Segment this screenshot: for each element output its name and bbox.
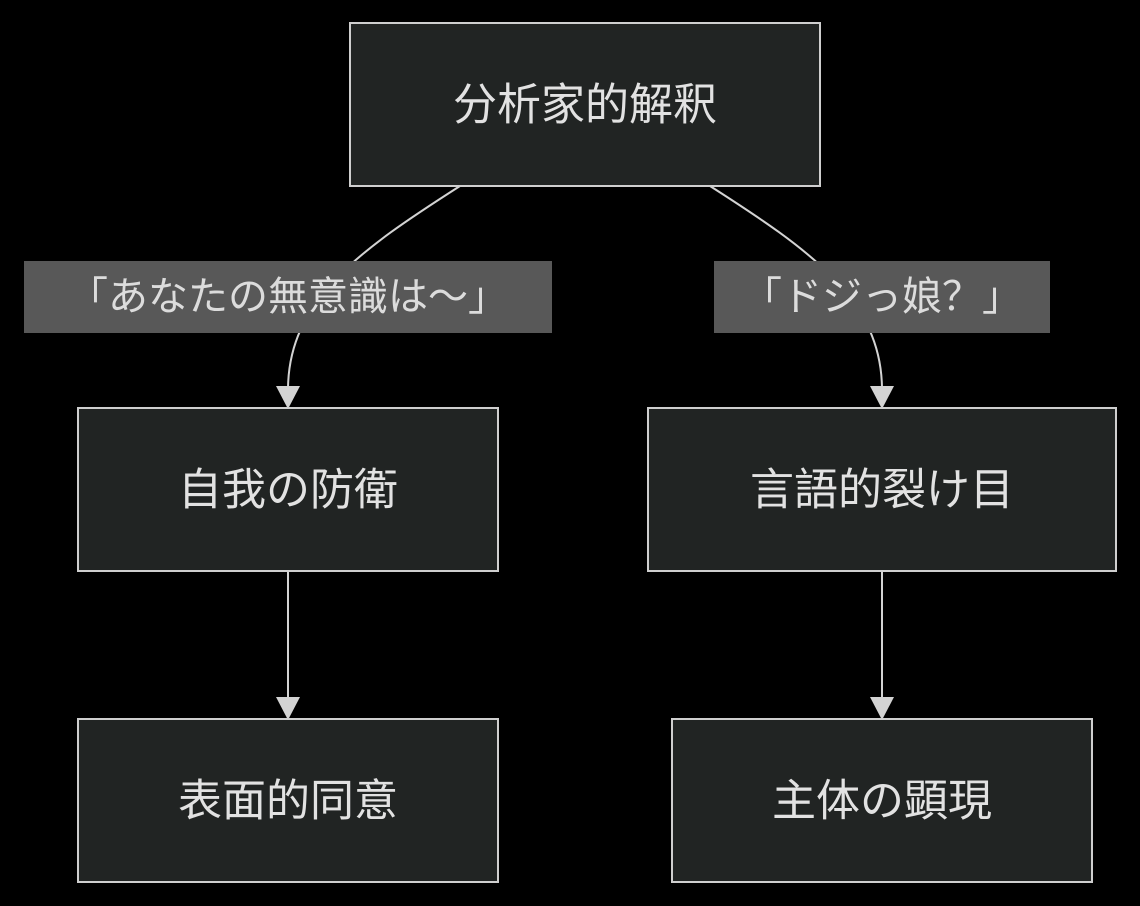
edge-label-background <box>24 261 552 333</box>
node-linguistic-rift: 言語的裂け目 <box>647 407 1117 572</box>
node-label: 言語的裂け目 <box>750 465 1014 516</box>
node-surface-agreement: 表面的同意 <box>77 718 499 883</box>
edge-label-clumsy-girl: 「ドジっ娘？」 <box>714 261 1050 333</box>
node-label: 主体の顕現 <box>772 776 992 827</box>
edge-label-unconscious: 「あなたの無意識は～」 <box>24 261 552 333</box>
edge-ego-defense-to-surface-agreement <box>276 571 300 720</box>
arrowhead-icon <box>870 697 894 720</box>
edge-label-text: 「あなたの無意識は～」 <box>68 274 508 320</box>
node-ego-defense: 自我の防衛 <box>77 407 499 572</box>
node-subject-emergence: 主体の顕現 <box>671 718 1093 883</box>
node-analyst-interpretation: 分析家的解釈 <box>349 22 821 187</box>
edge-label-background <box>714 261 1050 333</box>
arrowhead-icon <box>870 386 894 409</box>
node-box <box>671 718 1093 883</box>
node-box <box>77 718 499 883</box>
node-box <box>77 407 499 572</box>
node-box <box>349 22 821 187</box>
arrowhead-icon <box>276 386 300 409</box>
node-box <box>647 407 1117 572</box>
node-label: 分析家的解釈 <box>453 80 717 131</box>
edge-label-text: 「ドジっ娘？」 <box>742 274 1022 320</box>
arrowhead-icon <box>276 697 300 720</box>
edge-linguistic-rift-to-subject-emergence <box>870 571 894 720</box>
node-label: 表面的同意 <box>178 776 398 827</box>
node-label: 自我の防衛 <box>178 465 398 516</box>
